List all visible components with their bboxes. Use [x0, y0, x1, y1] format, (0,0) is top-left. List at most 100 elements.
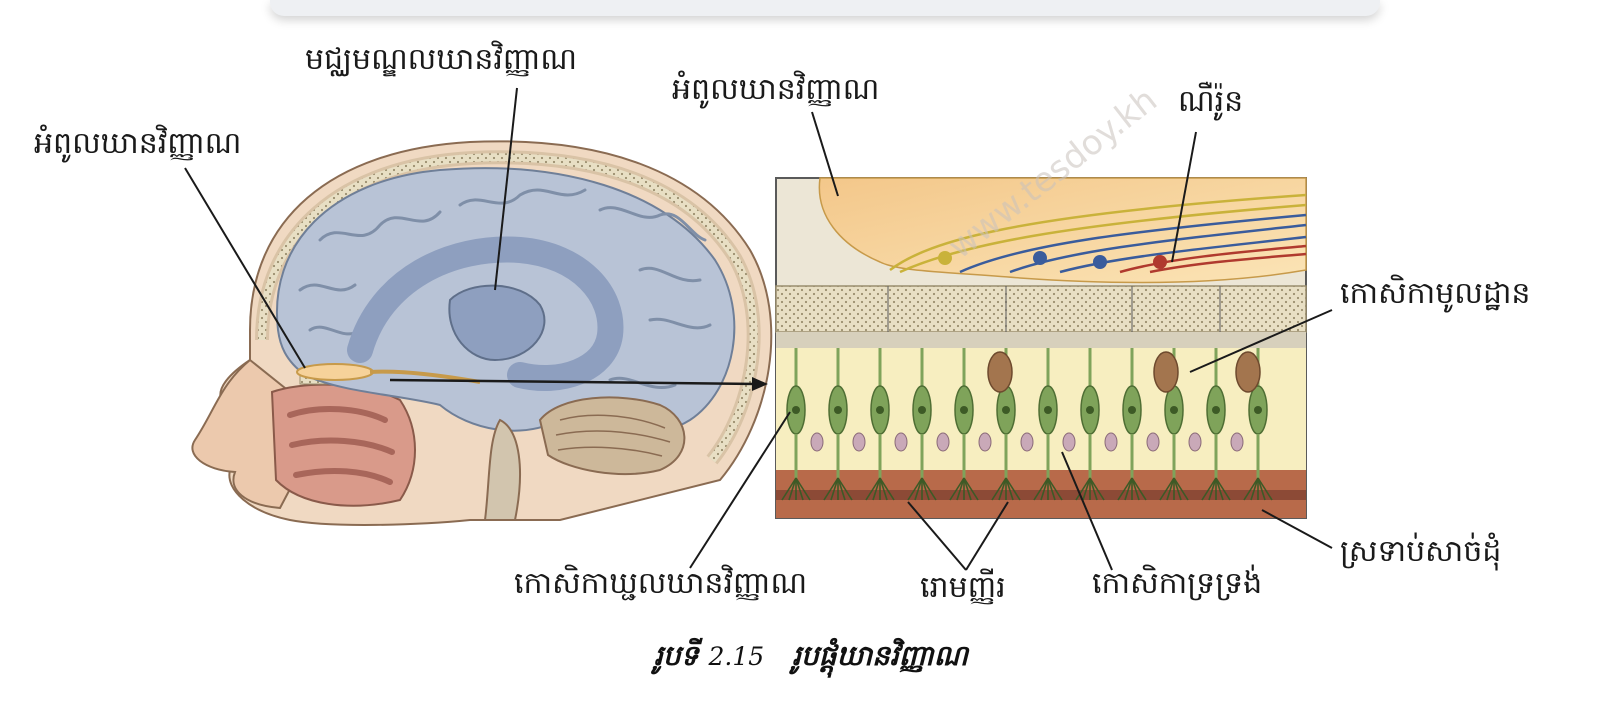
leader-neuron	[1171, 131, 1197, 263]
cilium	[1131, 477, 1140, 501]
cilium	[914, 477, 923, 501]
limbic-arc	[347, 236, 624, 391]
receptor-nucleus	[1212, 406, 1220, 414]
lamina-propria	[776, 332, 1306, 348]
top-bar	[270, 0, 1380, 16]
cilium	[1159, 477, 1175, 501]
label-olfactory-bulb-right: អំពូលឃានវិញ្ញាណ	[672, 72, 880, 107]
receptor-nucleus	[1170, 406, 1178, 414]
cilium	[1250, 477, 1259, 501]
cilium	[795, 477, 811, 501]
cilium	[795, 477, 804, 501]
caption-prefix: រូបទី	[654, 639, 699, 672]
cilium	[788, 477, 797, 501]
leader-lines	[184, 87, 1333, 571]
cilium	[837, 477, 846, 501]
cilium	[991, 477, 1007, 501]
epithelium-inset	[775, 177, 1307, 519]
basal-cell	[987, 351, 1013, 393]
supporting-cell-nucleus	[1062, 432, 1076, 452]
label-cilia: រោមញ្ញីរ	[920, 570, 1006, 605]
receptor-nucleus	[1086, 406, 1094, 414]
cilium	[837, 477, 853, 501]
caption-number: 2.15	[708, 642, 765, 671]
cilium	[1033, 477, 1049, 501]
cilium	[907, 477, 923, 501]
cilium	[1215, 477, 1224, 501]
arrow-head	[752, 377, 768, 391]
supporting-cell-nucleus	[1146, 432, 1160, 452]
axon-bundles	[889, 193, 1307, 274]
cerebellum-folia	[555, 414, 671, 457]
receptor-nucleus	[1002, 406, 1010, 414]
cilium	[1201, 477, 1217, 501]
caption-title: រូបផ្ដុំឃានវិញ្ញាណ	[792, 639, 968, 672]
leader-support	[1061, 451, 1113, 571]
receptor-nucleus	[1044, 406, 1052, 414]
mucus-band	[776, 490, 1306, 500]
cilium	[921, 477, 937, 501]
label-neuron: ណឺរ៉ូន	[1178, 84, 1244, 119]
cilium	[963, 477, 979, 501]
olfactory-bulb-left	[296, 363, 374, 381]
cilium	[1089, 477, 1105, 501]
label-midbrain-olfactory: មជ្ឈមណ្ឌលឃានវិញ្ញាណ	[305, 42, 578, 77]
label-olfactory-receptor-cell: កោសិកាឃ្ជលឃានវិញ្ញាណ	[514, 566, 808, 601]
cilium	[1173, 477, 1182, 501]
label-olfactory-bulb-left: អំពូលឃានវិញ្ញាណ	[34, 126, 242, 161]
leader-basal	[1189, 309, 1333, 373]
supporting-cell-nucleus	[852, 432, 866, 452]
skull-inner	[258, 153, 758, 463]
bone-layer	[775, 285, 1307, 333]
receptor-nucleus	[1128, 406, 1136, 414]
label-mucus-layer: ស្រទាប់សាច់ដុំ	[1340, 534, 1502, 569]
cilium	[1215, 477, 1231, 501]
receptor-nucleus	[918, 406, 926, 414]
cilium	[921, 477, 930, 501]
cilium	[1040, 477, 1049, 501]
leader-receptor	[689, 411, 791, 569]
leader-mucus	[1261, 509, 1333, 549]
receptor-nucleus	[960, 406, 968, 414]
basal-cell	[1153, 351, 1179, 393]
cilium	[1257, 477, 1273, 501]
supporting-cell-nucleus	[978, 432, 992, 452]
cilium	[949, 477, 965, 501]
cilium	[1047, 477, 1056, 501]
cilium	[1005, 477, 1014, 501]
cilium	[879, 477, 888, 501]
cilium	[1005, 477, 1021, 501]
limbic-center	[448, 284, 546, 362]
cilium	[1082, 477, 1091, 501]
leader-cilia-2	[965, 501, 1009, 571]
supporting-cell-nucleus	[810, 432, 824, 452]
cilium	[830, 477, 839, 501]
mitral-cells	[938, 251, 1167, 269]
bone-gaps	[887, 286, 1221, 332]
leader-midbrain	[494, 87, 518, 291]
nasal-turbinate-1	[287, 405, 388, 423]
cerebellum	[538, 396, 686, 476]
supporting-cell-nucleus	[1020, 432, 1034, 452]
supporting-cell-nucleus	[894, 432, 908, 452]
figure-caption: រូបទី 2.15 រូបផ្ដុំឃានវិញ្ញាណ	[0, 638, 1622, 679]
leader-bulb-left	[184, 167, 306, 369]
leader-cilia-1	[907, 501, 967, 571]
head-section	[191, 140, 773, 526]
brain-stem	[483, 418, 521, 521]
cilium	[1124, 477, 1133, 501]
cilium	[823, 477, 839, 501]
cilium	[1089, 477, 1098, 501]
cilium	[1075, 477, 1091, 501]
basal-cell	[1235, 351, 1261, 393]
cilium	[1243, 477, 1259, 501]
arrow-to-inset	[389, 378, 759, 386]
cilium	[1166, 477, 1175, 501]
receptor-nucleus	[1254, 406, 1262, 414]
cilium	[781, 477, 797, 501]
cilium	[879, 477, 895, 501]
supporting-cell-nucleus	[1230, 432, 1244, 452]
cilium	[1257, 477, 1266, 501]
receptor-nucleus	[876, 406, 884, 414]
